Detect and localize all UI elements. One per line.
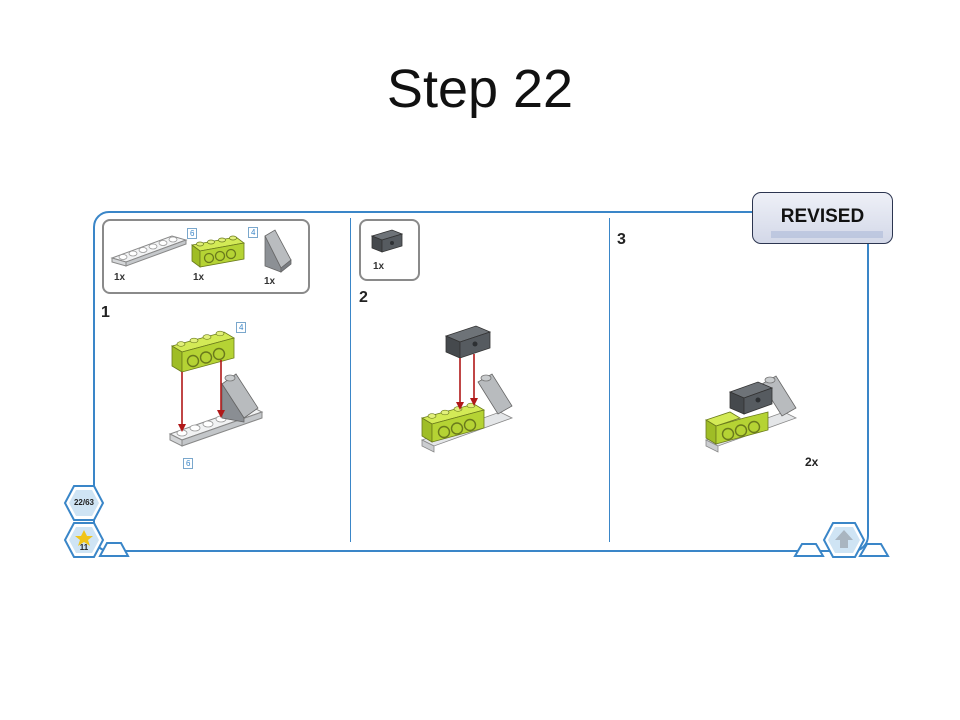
model-counter: 11 <box>79 543 89 552</box>
dark-brick-part <box>370 229 404 253</box>
quantity-multiplier: 2x <box>805 455 819 469</box>
white-plate-part <box>110 235 188 267</box>
step-number: 3 <box>617 231 626 248</box>
part-quantity: 1x <box>114 272 126 283</box>
part-quantity: 1x <box>264 276 276 287</box>
part-quantity: 1x <box>373 261 385 272</box>
nav-hex-partial[interactable] <box>98 542 130 558</box>
home-up-button[interactable] <box>822 522 866 558</box>
part-quantity: 1x <box>193 272 205 283</box>
lime-beam-part <box>191 235 245 268</box>
model-counter-hex[interactable] <box>63 522 105 558</box>
step1-assembly <box>168 330 264 447</box>
gray-slope-part <box>264 229 292 273</box>
page-counter-hex[interactable] <box>63 485 105 521</box>
prev-hex-partial[interactable] <box>793 543 825 557</box>
step2-assembly <box>420 325 514 453</box>
step3-assembly <box>704 375 798 453</box>
revised-badge: REVISED <box>752 192 893 244</box>
panel-divider <box>350 218 351 542</box>
panel-divider <box>609 218 610 542</box>
callout-size-tag: 6 <box>183 458 194 469</box>
next-hex-partial[interactable] <box>858 543 890 557</box>
part-size-tag: 6 <box>187 228 198 239</box>
badge-watermark <box>771 231 883 238</box>
revised-label: REVISED <box>780 206 865 227</box>
slide-title: Step 22 <box>386 59 574 119</box>
step-number: 2 <box>359 289 368 306</box>
page-counter: 22/63 <box>73 498 95 507</box>
up-arrow-icon <box>835 530 853 548</box>
part-size-tag: 4 <box>248 227 259 238</box>
step-number: 1 <box>101 304 110 321</box>
callout-size-tag: 4 <box>236 322 247 333</box>
